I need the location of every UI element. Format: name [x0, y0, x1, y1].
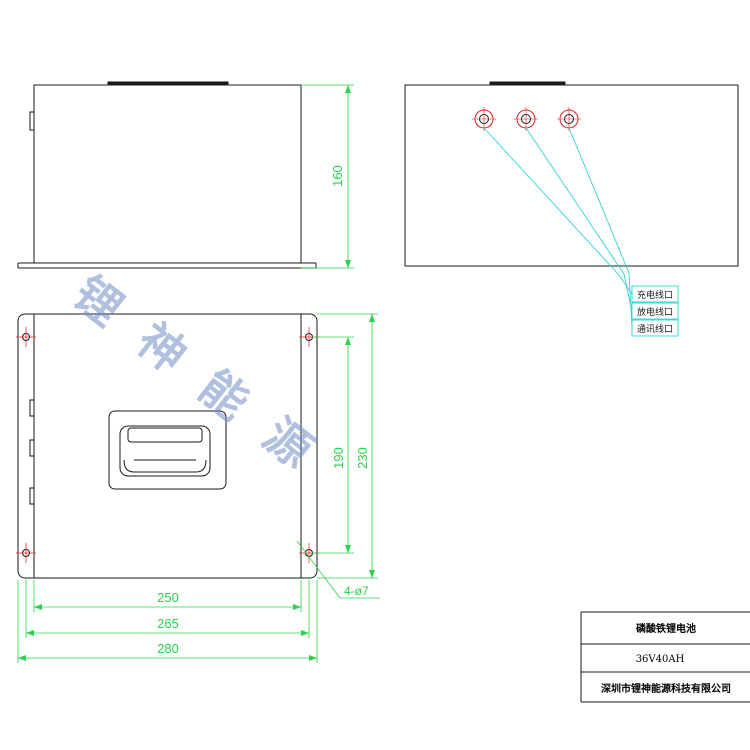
top-mid-width-label: 265 — [157, 616, 179, 631]
port-label-discharge: 放电线口 — [637, 306, 673, 318]
front-view — [17, 81, 317, 269]
top-outer-height-label: 230 — [355, 447, 370, 469]
side-view-body — [404, 84, 739, 267]
front-height-dimension — [301, 84, 354, 269]
svg-text:能: 能 — [189, 360, 258, 431]
front-height-label: 160 — [330, 165, 345, 187]
port-charge-icon — [472, 107, 496, 131]
top-view-plate — [17, 313, 318, 579]
port-label-charge: 充电线口 — [637, 289, 673, 301]
title-block-company: 深圳市锂神能源科技有限公司 — [601, 682, 731, 695]
top-outer-width-label: 280 — [157, 641, 179, 656]
top-width-dimensions — [17, 580, 318, 663]
title-block-product: 磷酸铁锂电池 — [636, 622, 696, 635]
mounting-hole-icons — [16, 327, 319, 563]
top-inner-height-label: 190 — [331, 447, 346, 469]
svg-text:源: 源 — [253, 408, 322, 479]
port-leaders — [483, 127, 679, 337]
front-view-body — [33, 84, 302, 264]
top-view-handle-grip — [119, 425, 211, 477]
hole-icon — [16, 327, 36, 347]
top-view — [17, 313, 318, 579]
title-block-model: 36V40AH — [636, 654, 685, 665]
svg-text:锂: 锂 — [63, 266, 132, 337]
port-discharge-icon — [514, 107, 538, 131]
hole-spec-leader — [296, 540, 380, 599]
hole-spec-label: 4-ø7 — [344, 584, 369, 598]
side-view — [404, 81, 739, 267]
front-view-side-tab — [29, 111, 35, 131]
top-view-handle-frame — [108, 410, 227, 490]
top-height-dimensions — [312, 313, 378, 579]
watermark: 锂 神 能 源 — [63, 266, 322, 479]
port-comm-icon — [557, 107, 581, 131]
top-inner-width-label: 250 — [157, 590, 179, 605]
hole-icon — [16, 543, 36, 563]
title-block — [580, 611, 750, 703]
port-label-comm: 通讯线口 — [637, 323, 673, 335]
svg-text:神: 神 — [127, 313, 196, 384]
